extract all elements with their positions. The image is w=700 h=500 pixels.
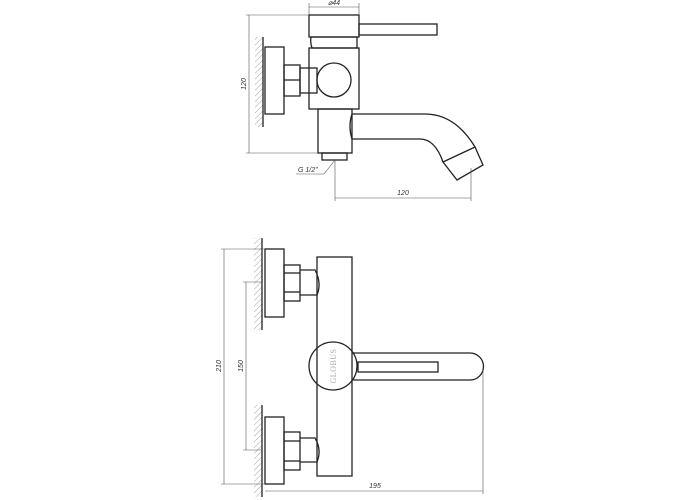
spout-top: [352, 113, 476, 148]
lower-column: [317, 108, 353, 154]
dim-total-depth: 195: [369, 483, 381, 490]
dim-diameter: ⌀44: [328, 0, 340, 7]
dim-thread: G 1/2": [298, 167, 318, 174]
handle-cap: [308, 341, 358, 391]
side-view: ⌀44 120 G 1/2" 120: [241, 0, 484, 201]
nut-bottom: [283, 431, 301, 471]
dim-total-height: 210: [216, 360, 223, 373]
wall-hatch-top: [254, 238, 262, 330]
flange-top: [264, 248, 285, 318]
connector-top: [300, 269, 320, 296]
dim-inlet-spacing: 150: [238, 360, 245, 372]
front-view: GLOBUS 210 150 195: [216, 238, 485, 497]
inlet-thread: [321, 152, 348, 161]
cartridge-cap: [308, 14, 360, 38]
cartridge-neck: [310, 36, 358, 49]
dim-height: 120: [241, 78, 248, 90]
wall-hatch-bottom: [254, 405, 262, 497]
wall-flange: [264, 46, 285, 115]
lever-slot: [357, 361, 439, 373]
flange-bottom: [264, 416, 285, 485]
lever: [358, 23, 438, 36]
nut-top: [283, 264, 301, 302]
lever-front: [353, 352, 485, 381]
connector-bottom: [300, 437, 320, 463]
wall-hatch: [255, 37, 263, 127]
side-outlet-circle: [316, 62, 352, 98]
mixer-body-front: [316, 256, 353, 477]
aerator: [441, 146, 484, 181]
thread-leader: [296, 159, 336, 175]
dim-spout-reach: 120: [397, 190, 409, 197]
brand-logo: GLOBUS: [329, 348, 338, 383]
spout-bottom: [352, 138, 444, 163]
